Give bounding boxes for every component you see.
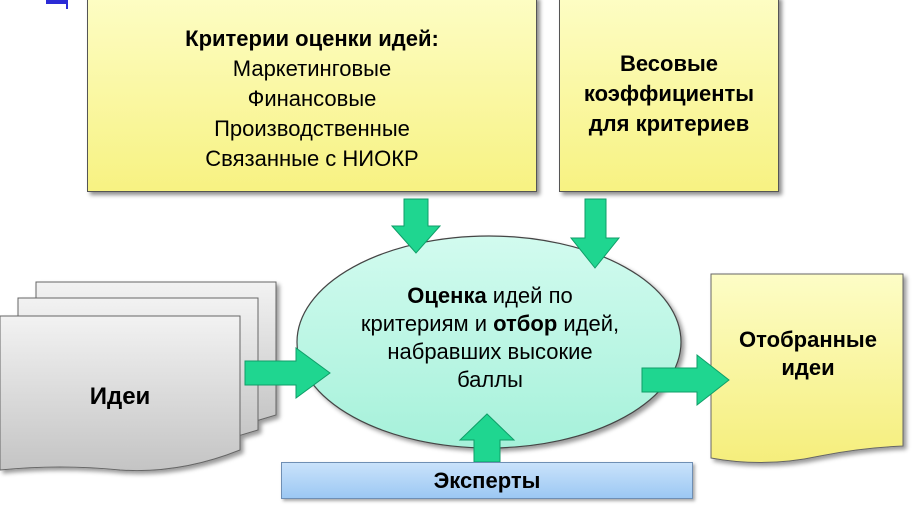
- arrow-to-selected-right: [641, 353, 730, 407]
- evaluation-bold-2: отбор: [493, 311, 558, 336]
- corner-mark: [46, 0, 66, 4]
- selected-ideas-line: Отобранные: [739, 327, 877, 352]
- evaluation-text: Оценка идей по критериям и отбор идей, н…: [360, 282, 620, 394]
- criteria-box: Критерии оценки идей: Маркетинговые Фина…: [87, 0, 537, 192]
- weights-box: Весовые коэффициенты для критериев: [559, 0, 779, 192]
- arrow-weights-down: [569, 198, 621, 269]
- weights-line: Весовые: [619, 51, 719, 76]
- ideas-document-front: [0, 315, 241, 472]
- selected-ideas-line: идеи: [781, 355, 835, 380]
- criteria-item: Связанные с НИОКР: [205, 146, 419, 171]
- selected-ideas-label: Отобранные идеи: [718, 326, 898, 382]
- experts-box: Эксперты: [281, 462, 693, 499]
- criteria-item: Производственные: [214, 116, 410, 141]
- arrow-ideas-right: [244, 347, 331, 399]
- weights-line: для критериев: [588, 111, 750, 136]
- experts-label: Эксперты: [433, 467, 541, 493]
- criteria-item: Маркетинговые: [232, 56, 392, 81]
- arrow-experts-up: [458, 413, 516, 463]
- weights-line: коэффициенты: [583, 81, 755, 106]
- selected-ideas-document: [710, 273, 904, 464]
- criteria-title: Критерии оценки идей:: [185, 26, 439, 51]
- corner-mark-tick: [66, 0, 68, 9]
- evaluation-bold-1: Оценка: [407, 283, 487, 308]
- evaluation-text-2: идей, набравших высокие баллы: [387, 311, 620, 392]
- ideas-document-stack: [0, 281, 277, 472]
- evaluation-text-1: идей по критериям и: [360, 283, 573, 336]
- ideas-label: Идеи: [89, 383, 151, 410]
- arrow-criteria-down: [390, 198, 442, 254]
- criteria-item: Финансовые: [247, 86, 377, 111]
